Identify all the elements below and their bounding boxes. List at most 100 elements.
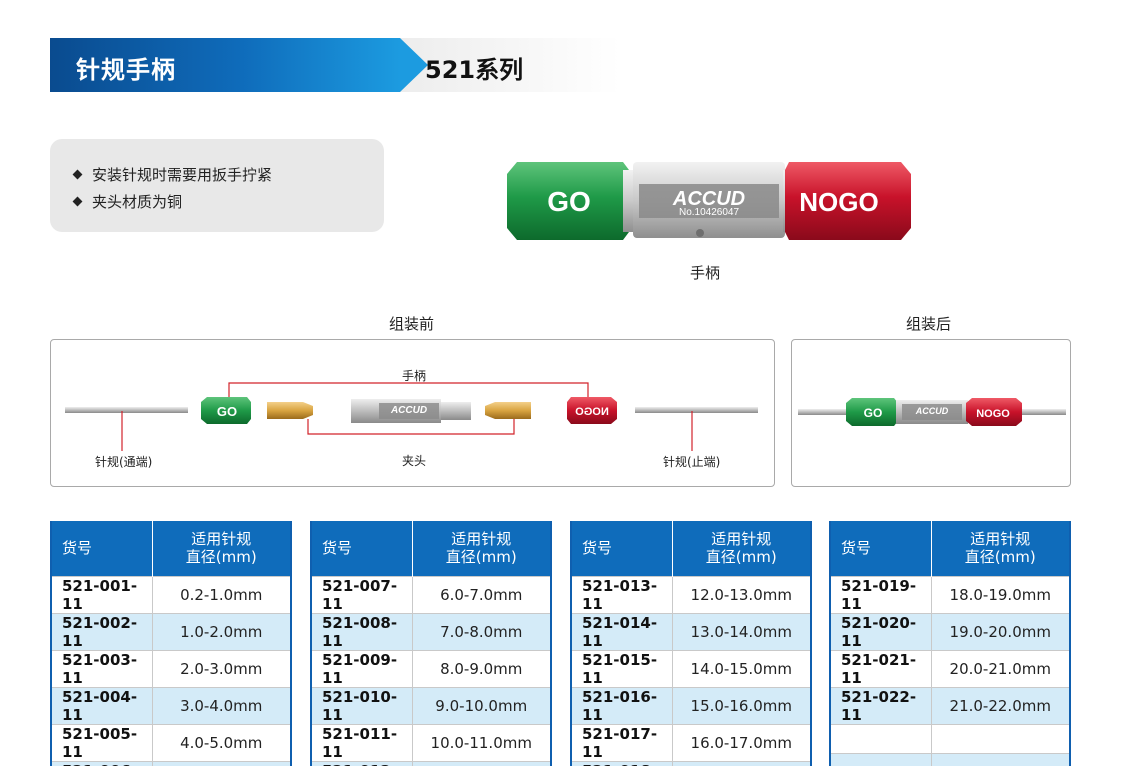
diameter-range-cell: 21.0-22.0mm [931,686,1069,724]
feature-item: 安装针规时需要用扳手拧紧 [72,161,384,188]
page-title: 针规手柄 [76,56,176,84]
pin-gauge-go [65,407,188,413]
label-pin-go: 针规(通端) [95,455,153,469]
handle-leader-line [228,382,589,397]
item-number-cell: 521-007-11 [312,575,413,613]
header-applicable-range: 适用针规直径(mm) [931,521,1069,576]
item-number-cell: 521-016-11 [572,686,673,724]
item-number-cell: 521-011-11 [312,723,413,761]
diameter-range-cell: 8.0-9.0mm [412,649,550,687]
header-applicable-range: 适用针规直径(mm) [672,521,810,576]
header-range-line1: 适用针规 [451,530,512,549]
table-row [831,752,1069,766]
brand-text: ACCUD [672,188,745,210]
header-applicable-range: 适用针规直径(mm) [152,521,290,576]
table-header-row: 货号适用针规直径(mm) [831,521,1069,576]
gauge-handle-image: GO ACCUD No.10426047 NOGO [507,162,911,240]
nogo-cap [785,162,911,240]
header-item-number: 货号 [572,521,673,576]
assembled-nogo-cap [966,398,1022,426]
before-assembly-drawing: GO ACCUD NOGO [65,382,758,451]
diameter-range-cell: 10.0-11.0mm [412,723,550,761]
assembled-nogo-text: NOGO [976,408,1010,420]
serial-text: No.10426047 [679,207,739,218]
after-assembly-caption: 组装后 [906,315,952,333]
diameter-range-cell: 2.0-3.0mm [152,649,290,687]
header-item-number: 货号 [831,521,932,576]
item-number-cell: 521-013-11 [572,575,673,613]
diameter-range-cell: 16.0-17.0mm [672,723,810,761]
header-item-number: 货号 [312,521,413,576]
diameter-range-cell: 14.0-15.0mm [672,649,810,687]
table-row: 521-006-115.0-6.0mm [52,760,290,766]
item-number-cell: 521-020-11 [831,612,932,650]
diameter-range-cell: 11.0-12.0mm [412,760,550,766]
after-assembly-drawing: GO ACCUD NOGO [798,398,1066,426]
feature-item: 夹头材质为铜 [72,188,384,215]
feature-box: 安装针规时需要用扳手拧紧 夹头材质为铜 [50,139,384,232]
feature-text: 夹头材质为铜 [92,193,183,211]
diameter-range-cell: 7.0-8.0mm [412,612,550,650]
go-text: GO [547,186,591,217]
diameter-range-cell: 4.0-5.0mm [152,723,290,761]
diameter-range-cell: 15.0-16.0mm [672,686,810,724]
header-banner: 针规手柄 521系列 [50,38,620,92]
header-applicable-range: 适用针规直径(mm) [412,521,550,576]
go-collar [623,170,635,232]
table-header-row: 货号适用针规直径(mm) [572,521,810,576]
after-assembly-diagram: GO ACCUD NOGO [791,339,1071,487]
item-number-cell: 521-006-11 [52,760,153,766]
item-number-cell [831,752,932,766]
small-go-cap [201,397,251,424]
item-number-cell: 521-004-11 [52,686,153,724]
item-number-cell: 521-018-11 [572,760,673,766]
item-number-cell: 521-021-11 [831,649,932,687]
header-range-line2: 直径(mm) [185,548,257,567]
diameter-range-cell: 18.0-19.0mm [931,575,1069,613]
series-title: 521系列 [425,56,524,84]
pin-gauge-nogo [635,407,758,413]
item-number-cell: 521-008-11 [312,612,413,650]
header-range-line2: 直径(mm) [445,548,517,567]
diameter-range-cell: 0.2-1.0mm [152,575,290,613]
diameter-range-cell: 20.0-21.0mm [931,649,1069,687]
label-handle: 手柄 [402,369,427,383]
before-assembly-diagram: GO ACCUD NOGO 手柄 夹头 针规(通端) 针规(止端) [50,339,775,487]
handle-thread [441,402,471,420]
diameter-range-cell: 1.0-2.0mm [152,612,290,650]
collet-left [267,402,313,419]
item-number-cell: 521-014-11 [572,612,673,650]
item-number-cell: 521-022-11 [831,686,932,724]
item-number-cell: 521-001-11 [52,575,153,613]
label-pin-nogo: 针规(止端) [663,455,721,469]
item-number-cell: 521-009-11 [312,649,413,687]
header-range-line2: 直径(mm) [964,548,1036,567]
assembled-brand-plate [902,404,962,420]
assembled-brand-text: ACCUD [915,406,949,416]
banner-arrow [400,38,428,92]
header-range-line2: 直径(mm) [705,548,777,567]
diamond-bullet-icon [72,169,83,180]
header-range-line1: 适用针规 [970,530,1031,549]
header-item-number: 货号 [52,521,153,576]
banner-blue-band [50,38,400,92]
